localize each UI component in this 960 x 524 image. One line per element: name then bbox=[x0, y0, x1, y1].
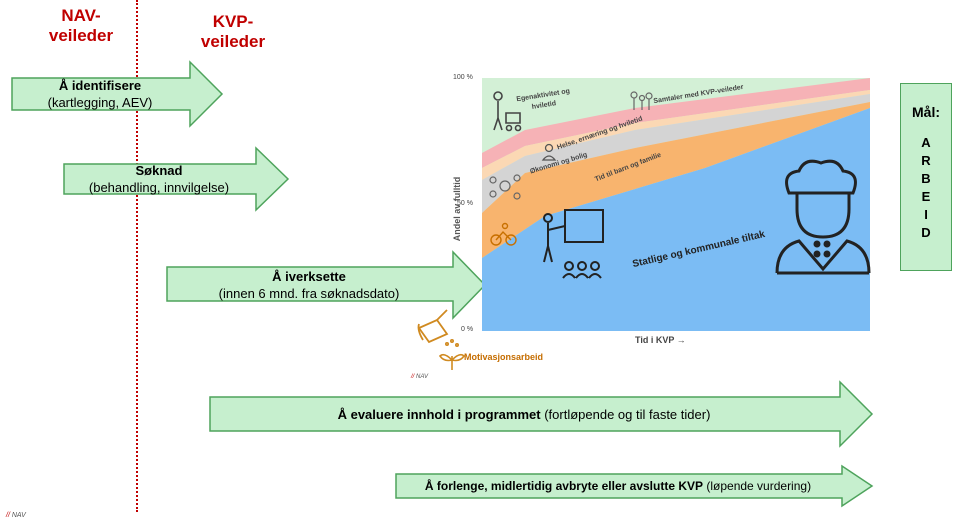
goal-box: Mål: A R B E I D bbox=[900, 83, 952, 271]
kvp-time-chart-svg bbox=[417, 78, 871, 370]
arrow-application-subtitle: (behandling, innvilgelse) bbox=[88, 180, 230, 195]
arrow-implement-title: Å iverksette bbox=[272, 269, 346, 284]
chart-y-axis-label: Andel av fulltid bbox=[452, 176, 462, 242]
arrow-application-title: Søknad bbox=[135, 163, 183, 178]
arrow-application: Søknad (behandling, innvilgelse) bbox=[62, 146, 290, 212]
kvp-veileder-header-line1: KVP- bbox=[212, 12, 254, 31]
y-tick-50: 50 % bbox=[457, 200, 473, 207]
person-health-icon bbox=[541, 143, 557, 161]
kvp-veileder-header-line2: veileder bbox=[200, 32, 266, 51]
role-divider-line bbox=[136, 0, 138, 512]
nav-veileder-header: NAV- veileder bbox=[36, 6, 126, 46]
arrow-identify-title: Å identifisere bbox=[58, 78, 142, 93]
family-icon bbox=[630, 91, 653, 110]
person-stroller-icon bbox=[493, 91, 522, 132]
chart-nav-logo: // NAV bbox=[411, 374, 429, 380]
goal-letter-b: B bbox=[921, 171, 931, 186]
plant-sprout-icon bbox=[438, 338, 466, 370]
arrow-implement-subtitle: (innen 6 mnd. fra søknadsdato) bbox=[218, 286, 400, 301]
arrow-implement: Å iverksette (innen 6 mnd. fra søknadsda… bbox=[165, 250, 487, 320]
arrow-identify-subtitle: (kartlegging, AEV) bbox=[47, 95, 153, 110]
arrow-identify-shape bbox=[11, 60, 224, 128]
goal-letter-r: R bbox=[921, 153, 931, 168]
arrow-extend-shape bbox=[395, 464, 874, 508]
y-tick-0: 0 % bbox=[461, 326, 474, 333]
footer-nav-logo-text: NAV bbox=[11, 512, 26, 519]
chef-icon bbox=[775, 159, 871, 275]
band-health bbox=[482, 78, 870, 168]
arrow-implement-shape bbox=[166, 250, 487, 320]
network-icon bbox=[489, 174, 521, 200]
arrow-evaluate-shape bbox=[209, 380, 874, 448]
goal-letter-e: E bbox=[921, 189, 931, 204]
arrow-extend-title: Å forlenge, midlertidig avbryte eller av… bbox=[424, 478, 704, 493]
teacher-board-icon bbox=[543, 209, 604, 279]
kvp-time-chart: 100 % 50 % 0 % Andel av fulltid Tid i KV… bbox=[405, 68, 880, 388]
arrow-evaluate: Å evaluere innhold i programmet (fortløp… bbox=[208, 380, 874, 448]
chart-nav-logo-text: NAV bbox=[416, 374, 429, 380]
nav-veileder-header-line2: veileder bbox=[48, 26, 114, 45]
arrow-extend-subtitle: (løpende vurdering) bbox=[703, 478, 812, 493]
arrow-evaluate-title: Å evaluere innhold i programmet bbox=[337, 406, 541, 422]
chart-x-axis-label: Tid i KVP → bbox=[635, 335, 686, 345]
footer-nav-logo: // NAV bbox=[6, 512, 26, 519]
nav-veileder-header-line1: NAV- bbox=[61, 6, 101, 25]
label-motivation: Motivasjonsarbeid bbox=[464, 352, 544, 362]
band-family bbox=[482, 102, 870, 258]
arrow-identify: Å identifisere (kartlegging, AEV) bbox=[10, 60, 224, 128]
band-economy-peach bbox=[482, 90, 870, 180]
watering-can-icon bbox=[417, 309, 449, 344]
y-tick-100: 100 % bbox=[453, 74, 473, 81]
arrow-application-shape bbox=[63, 146, 290, 212]
cyclist-icon bbox=[490, 222, 517, 246]
goal-letter-d: D bbox=[921, 225, 931, 240]
arrow-extend: Å forlenge, midlertidig avbryte eller av… bbox=[394, 464, 874, 508]
goal-letter-i: I bbox=[924, 207, 928, 222]
goal-title: Mål: bbox=[912, 104, 940, 120]
kvp-veileder-header: KVP- veileder bbox=[188, 12, 278, 52]
goal-letter-a: A bbox=[921, 135, 931, 150]
band-economy bbox=[482, 94, 870, 213]
arrow-evaluate-subtitle: (fortløpende og til faste tider) bbox=[540, 406, 711, 422]
